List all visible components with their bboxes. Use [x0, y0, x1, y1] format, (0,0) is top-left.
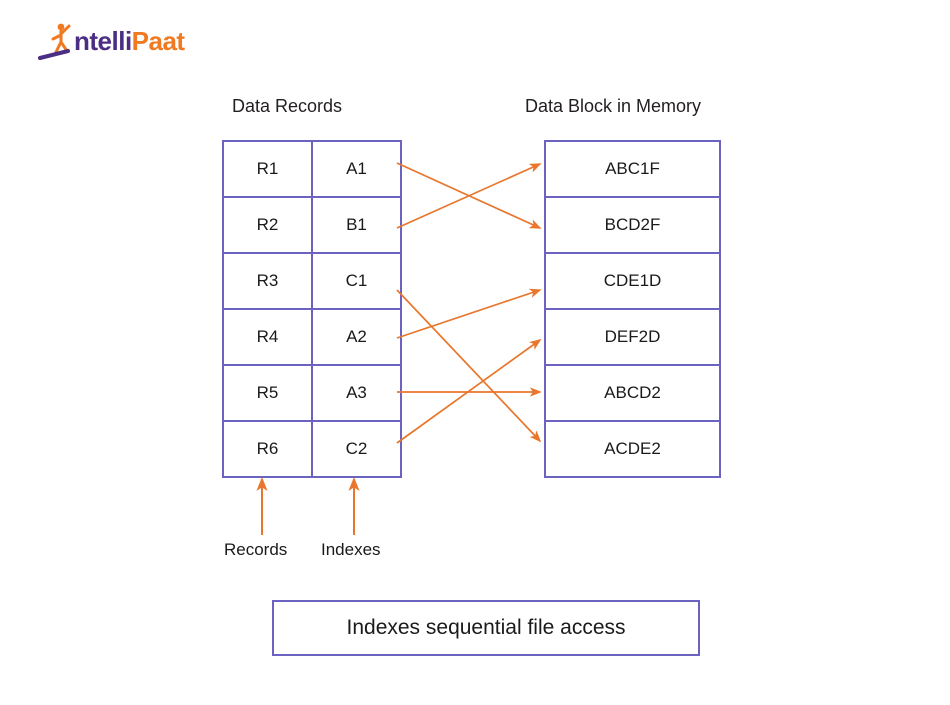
record-cell: R3 — [222, 252, 313, 310]
record-cell: R4 — [222, 308, 313, 366]
data-records-table: R1 A1 R2 B1 R3 C1 R4 A2 R5 A3 R6 C2 — [222, 140, 402, 478]
intellipaat-logo: ntelliPaat — [28, 18, 185, 66]
mapping-arrow-r4-to-cde1d — [396, 288, 542, 339]
heading-data-records: Data Records — [232, 96, 343, 116]
table-row: R1 A1 — [222, 140, 402, 198]
table-row: DEF2D — [544, 308, 721, 366]
table-row: R2 B1 — [222, 196, 402, 254]
caption-box: Indexes sequential file access — [272, 600, 700, 656]
block-cell: ACDE2 — [544, 420, 721, 478]
data-block-memory-table: ABC1F BCD2F CDE1D DEF2D ABCD2 ACDE2 — [544, 140, 721, 478]
record-cell: R1 — [222, 140, 313, 198]
table-row: CDE1D — [544, 252, 721, 310]
mapping-arrow-r3-to-acde2 — [396, 289, 542, 443]
block-cell: DEF2D — [544, 308, 721, 366]
record-cell: R2 — [222, 196, 313, 254]
block-cell: BCD2F — [544, 196, 721, 254]
index-cell: A2 — [311, 308, 402, 366]
block-cell: ABC1F — [544, 140, 721, 198]
mapping-arrow-r1-to-bcd2f — [396, 162, 542, 229]
logo-wordmark: ntelliPaat — [74, 26, 185, 57]
logo-word-part-1: ntelli — [74, 26, 132, 56]
index-cell: A1 — [311, 140, 402, 198]
index-cell: A3 — [311, 364, 402, 422]
table-row: R4 A2 — [222, 308, 402, 366]
table-row: R3 C1 — [222, 252, 402, 310]
table-row: ABCD2 — [544, 364, 721, 422]
record-cell: R6 — [222, 420, 313, 478]
index-cell: B1 — [311, 196, 402, 254]
label-indexes: Indexes — [321, 540, 381, 559]
table-row: ACDE2 — [544, 420, 721, 478]
mapping-arrow-r2-to-abc1f — [396, 163, 542, 229]
heading-data-block-in-memory: Data Block in Memory — [525, 96, 702, 116]
table-row: ABC1F — [544, 140, 721, 198]
block-cell: ABCD2 — [544, 364, 721, 422]
block-cell: CDE1D — [544, 252, 721, 310]
table-row: R6 C2 — [222, 420, 402, 478]
caption-text: Indexes sequential file access — [346, 616, 626, 639]
table-row: R5 A3 — [222, 364, 402, 422]
runner-figure-icon — [38, 23, 71, 60]
index-cell: C1 — [311, 252, 402, 310]
logo-word-part-2: Paat — [131, 26, 185, 56]
mapping-arrow-r6-to-def2d — [396, 339, 542, 444]
index-cell: C2 — [311, 420, 402, 478]
record-cell: R5 — [222, 364, 313, 422]
table-row: BCD2F — [544, 196, 721, 254]
label-records: Records — [224, 540, 288, 559]
